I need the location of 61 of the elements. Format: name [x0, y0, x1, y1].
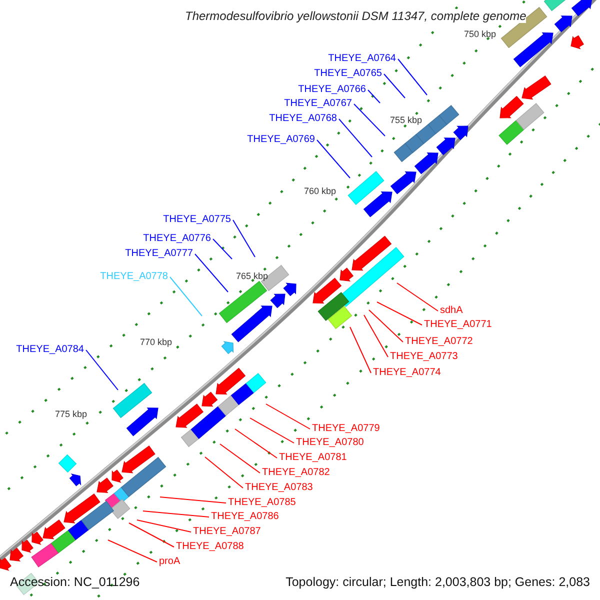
leader-line [266, 404, 310, 430]
gene-label: THEYE_A0773 [390, 351, 458, 363]
leader-line [384, 74, 406, 98]
gene-label: THEYE_A0775 [163, 214, 231, 226]
leader-line [86, 350, 118, 390]
gene-label: sdhA [440, 305, 463, 317]
leader-line [350, 326, 372, 374]
gene-label: THEYE_A0782 [262, 467, 330, 479]
gene-label: THEYE_A0781 [279, 452, 347, 464]
leader-line [368, 310, 404, 342]
gene-label: THEYE_A0777 [125, 248, 193, 260]
gene-label: THEYE_A0786 [211, 511, 279, 523]
leader-line [212, 238, 232, 260]
leader-line [142, 510, 210, 518]
gene-label: THEYE_A0783 [245, 482, 313, 494]
leader-line [396, 282, 438, 312]
gene-label: THEYE_A0778 [100, 271, 168, 283]
leader-line [128, 522, 174, 548]
leader-line [368, 90, 380, 104]
scale-label: 755 kbp [390, 114, 422, 127]
gene-label: THEYE_A0764 [328, 53, 396, 65]
gene-label: THEYE_A0779 [312, 423, 380, 435]
gene-label: THEYE_A0785 [228, 497, 296, 509]
scale-label: 770 kbp [140, 336, 172, 349]
leader-line [160, 496, 226, 504]
gene-label: THEYE_A0787 [193, 526, 261, 538]
leader-line [364, 314, 388, 358]
footer-text: Topology: circular; Length: 2,003,803 bp; Genes: 2,083 [286, 575, 590, 589]
gene-label: THEYE_A0767 [284, 98, 352, 110]
leader-line [220, 444, 260, 474]
gene-label: THEYE_A0776 [143, 233, 211, 245]
leader-line [316, 140, 350, 178]
gene-label: THEYE_A0768 [269, 113, 337, 125]
leader-line [136, 520, 192, 532]
gene-label: THEYE_A0780 [296, 437, 364, 449]
gene-label: THEYE_A0784 [16, 344, 84, 356]
gene-label: THEYE_A0765 [314, 68, 382, 80]
leader-line [194, 254, 228, 292]
leader-line [250, 418, 294, 444]
diagram-title: Thermodesulfovibrio yellowstonii DSM 11347, complete genome [185, 9, 526, 23]
scale-label: 775 kbp [54, 408, 88, 421]
leader-line [354, 104, 386, 136]
gene-label: THEYE_A0769 [247, 134, 315, 146]
gene-label: THEYE_A0766 [298, 84, 366, 96]
gene-label: THEYE_A0771 [424, 319, 492, 331]
leader-line [234, 428, 278, 458]
scale-label: 765 kbp [236, 270, 268, 283]
leader-line [232, 220, 256, 258]
leader-line [170, 276, 202, 316]
scale-label: 760 kbp [304, 185, 336, 198]
leader-line [376, 302, 422, 326]
leader-line [398, 58, 428, 96]
gene-label: THEYE_A0788 [176, 541, 244, 553]
gene-label: THEYE_A0774 [373, 367, 441, 379]
gene-label: THEYE_A0772 [405, 336, 473, 348]
leader-line [338, 118, 372, 158]
gene-label: proA [159, 556, 180, 568]
leader-line [108, 540, 158, 562]
leader-line [204, 456, 244, 488]
scale-label: 750 kbp [464, 28, 496, 41]
footer-text: Accession: NC_011296 [10, 575, 140, 589]
